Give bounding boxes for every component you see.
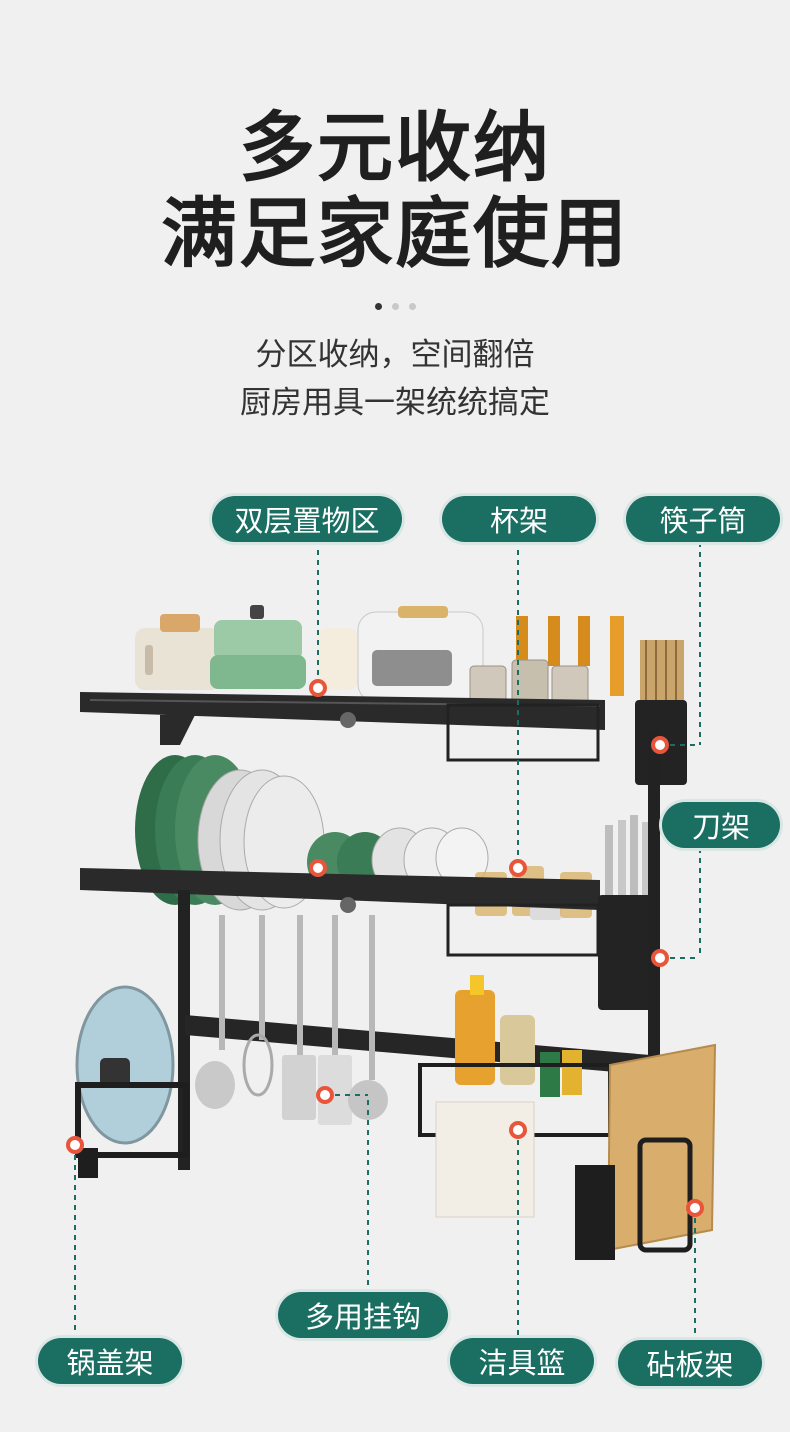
label-multi-hook: 多用挂钩 [278,1292,448,1338]
label-cutting-board-rack: 砧板架 [618,1340,762,1386]
chopsticks-illustration [640,640,684,700]
cutting-board-illustration [575,1043,717,1260]
toaster-illustration [135,614,220,690]
plates-illustration [135,755,325,911]
utensils-illustration [195,915,388,1125]
kettle-illustration [318,628,358,690]
label-double-layer: 双层置物区 [212,496,402,542]
title-line-1: 多元收纳 [239,103,551,192]
pager-dots [375,303,417,313]
green-pot-illustration [210,605,306,689]
dish-rack-illustration [66,540,717,1340]
label-knife-rack: 刀架 [662,802,780,848]
label-chopstick-holder: 筷子筒 [626,496,780,542]
label-pot-lid-rack: 锅盖架 [38,1338,182,1384]
pager-dot [409,303,416,310]
subtitle-line-2: 厨房用具一架统统搞定 [240,385,550,421]
marker-dots [66,679,704,1217]
rice-cooker-illustration [357,606,484,703]
cleaning-basket-illustration [418,975,612,1218]
leader-lines [74,540,701,1340]
product-illustration [0,460,790,1428]
pot-lid-illustration [75,985,189,1178]
pager-dot-active [375,303,382,310]
label-cleaning-basket: 洁具篮 [450,1338,594,1384]
pager-dot [392,303,399,310]
middle-shelf [80,868,660,1010]
subtitle-line-1: 分区收纳，空间翻倍 [255,337,535,373]
label-cup-rack: 杯架 [442,496,596,542]
knives-illustration [605,815,650,897]
title-line-2: 满足家庭使用 [161,189,629,278]
